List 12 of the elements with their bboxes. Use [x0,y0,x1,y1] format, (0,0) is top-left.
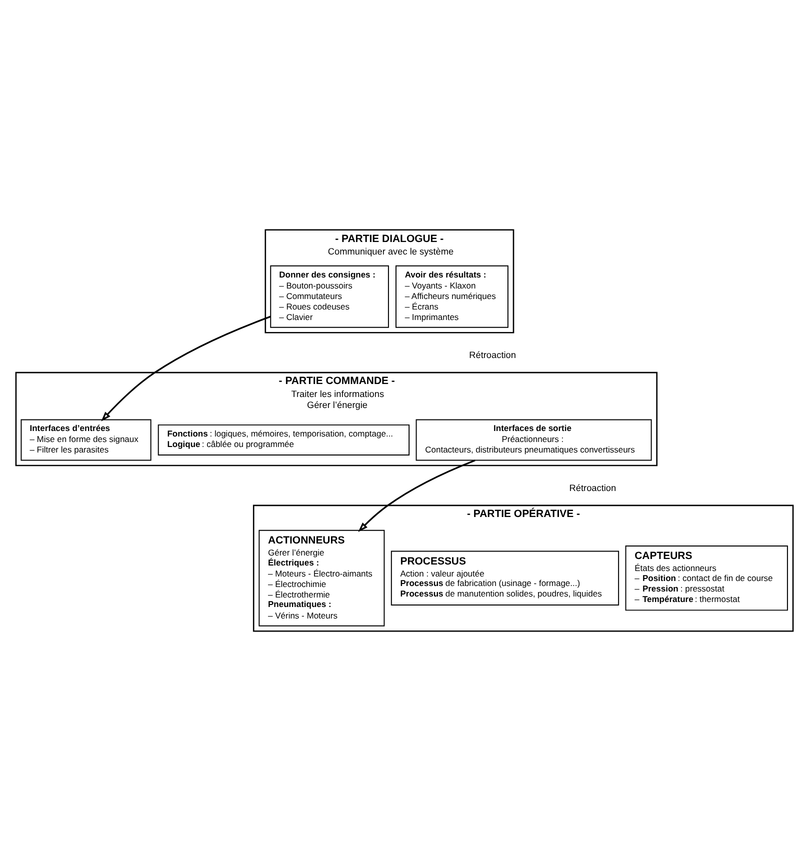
arrow [101,316,271,422]
label: Rétroaction [569,482,616,493]
node-box: Avoir des résultats : – Voyants - Klaxon – Afficheurs numériques – Écrans – Imprimantes [396,265,508,328]
node-box: Interfaces de sortie Préactionneurs : Contacteurs, distributeurs pneumatiques convertisseurs [416,419,652,461]
node-box: PROCESSUS Action : valeur ajoutée Processus de fabrication (usinage - formage...) Processus de manutention solides, poudres, liquides [390,550,620,606]
node-box: Donner des consignes : – Bouton-poussoirs – Commutateurs – Roues codeuses – Clavier [270,265,389,328]
arrow [358,460,476,532]
node-box: Fonctions : logiques, mémoires, temporisation, comptage... Logique : câblée ou programmée [158,424,410,456]
node-box: ACTIONNEURS Gérer l’énergie Électriques : – Moteurs - Électro-aimants – Électrochimie – Électrothermie Pneumatiques : – Vérins - Moteurs [258,530,385,626]
node-box: CAPTEURS États des actionneurs – Position : contact de fin de course – Pression : pressostat – Température : thermostat [625,546,788,611]
node-box: Interfaces d’entrées – Mise en forme des signaux – Filtrer les parasites [20,419,152,461]
label: Rétroaction [469,350,516,360]
